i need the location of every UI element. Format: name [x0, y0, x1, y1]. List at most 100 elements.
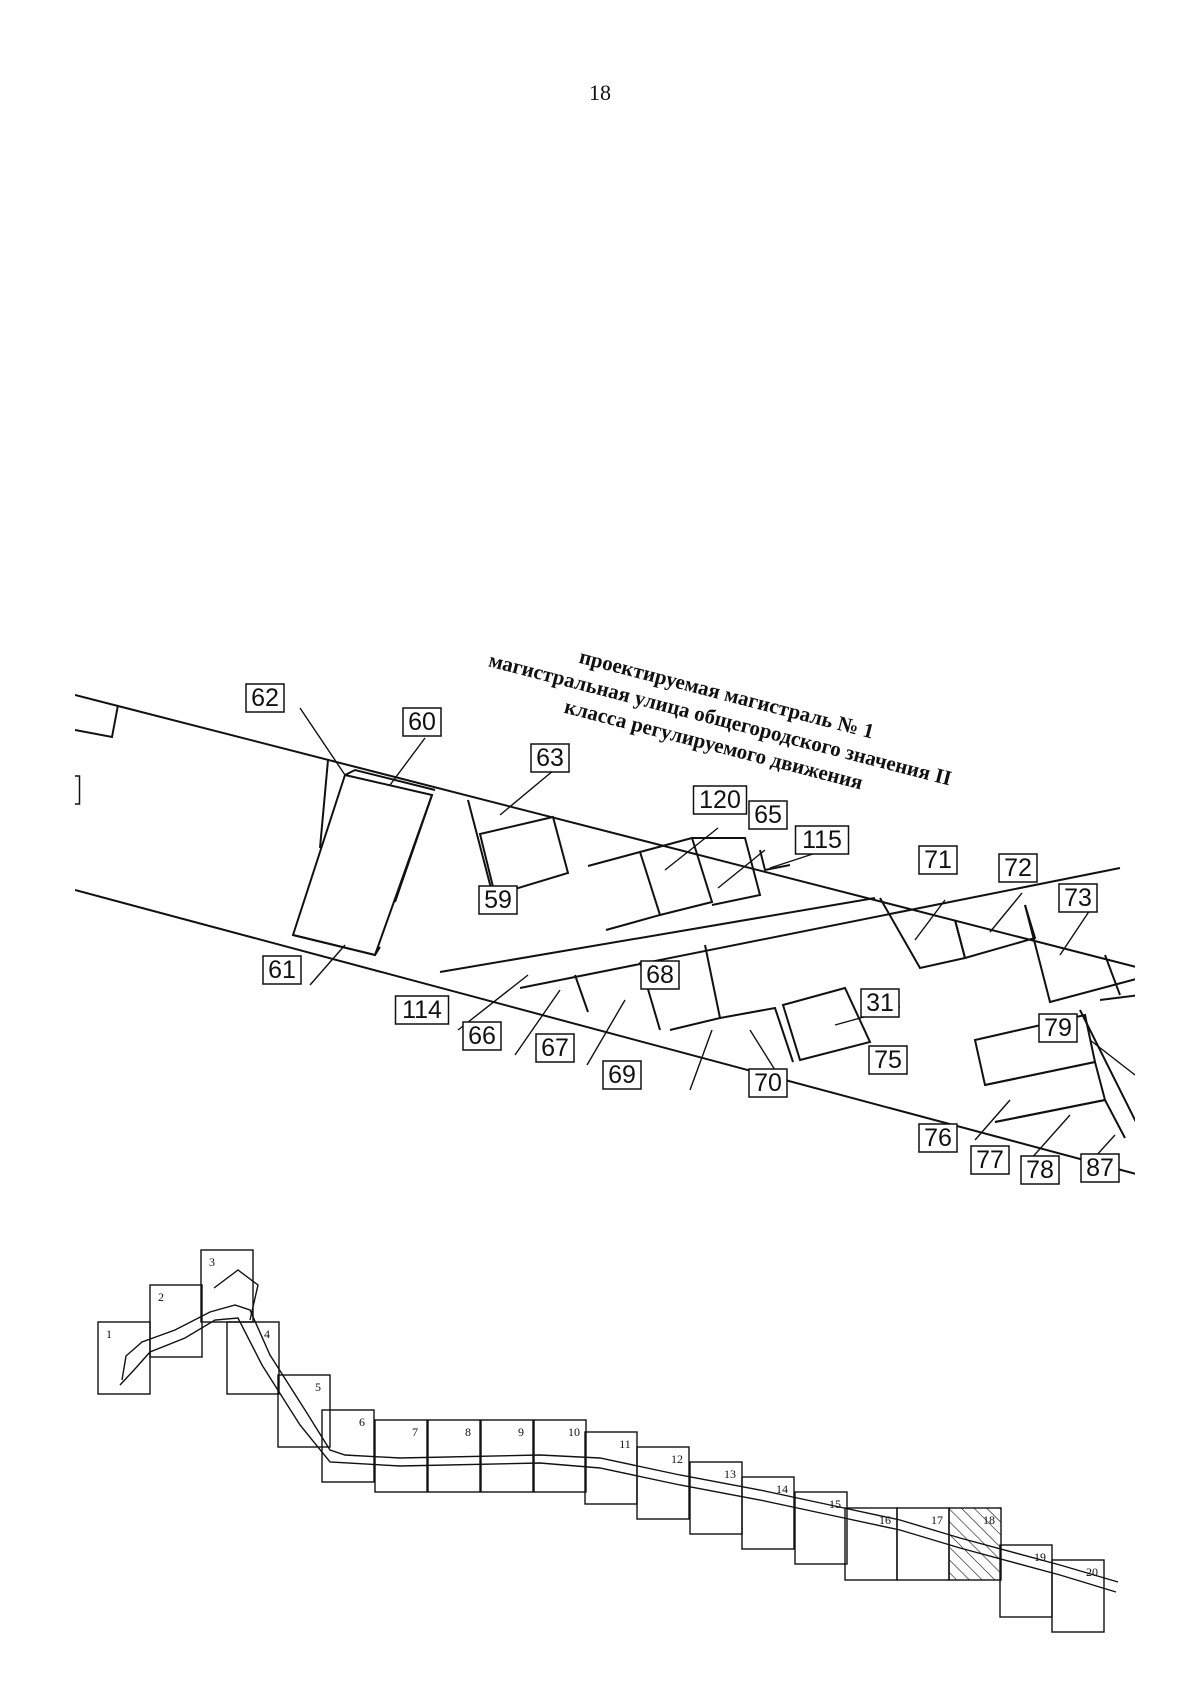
parcel-label-62: 62: [245, 683, 285, 713]
parcel-label-text: 59: [484, 886, 512, 914]
parcel-label-box: [530, 743, 570, 773]
parcel-63: [467, 799, 493, 893]
index-sheet-number: 15: [829, 1497, 841, 1511]
leader-lines: [299, 707, 1135, 1169]
index-sheet-3: 3: [200, 1249, 254, 1323]
index-sheet-number: 4: [264, 1327, 270, 1341]
index-sheet-10: 10: [533, 1419, 587, 1493]
parcel-label-box: [245, 683, 285, 713]
parcel-label-box: [402, 707, 442, 737]
index-sheet-number: 7: [412, 1425, 418, 1439]
parcel-label-text: 87: [1086, 1154, 1114, 1182]
parcel-label-79: 79: [1038, 1013, 1078, 1043]
index-sheet-number: 9: [518, 1425, 524, 1439]
parcel-building-adjacent: [394, 794, 433, 903]
parcel-label-text: 79: [1044, 1014, 1072, 1042]
parcel-73: [1024, 904, 1135, 1004]
index-sheet-number: 12: [671, 1452, 683, 1466]
parcel-label-2: 2: [75, 775, 81, 805]
index-sheet-number: 1: [106, 1327, 112, 1341]
parcel-label-text: 31: [866, 989, 894, 1017]
parcel-label-box: [860, 988, 900, 1018]
index-sheet-number: 8: [465, 1425, 471, 1439]
parcel-label-120: 120: [692, 785, 748, 815]
index-sheet-number: 20: [1086, 1565, 1098, 1579]
parcel-label-66: 66: [462, 1021, 502, 1051]
parcel-label-77: 77: [970, 1145, 1010, 1175]
parcel-31: [781, 986, 872, 1062]
parcel-label-71: 71: [918, 845, 958, 875]
parcel-label-65: 65: [748, 800, 788, 830]
parcel-label-box: [640, 960, 680, 990]
parcel-62-boundary: [319, 759, 329, 849]
parcel-building-large: [291, 773, 434, 957]
index-sheet-5: 5: [277, 1374, 331, 1448]
parcel-115: [759, 849, 791, 872]
index-sheet-18: 18: [948, 1507, 1002, 1581]
index-sheet-17: 17: [896, 1507, 950, 1581]
parcel-label-72: 72: [998, 853, 1038, 883]
parcel-label-box: [748, 1068, 788, 1098]
parcel-label-box: [918, 1123, 958, 1153]
parcel-label-text: 63: [536, 744, 564, 772]
index-sheet-7: 7: [374, 1419, 428, 1493]
index-sheet-number: 18: [983, 1513, 995, 1527]
parcel-label-box: [535, 1033, 575, 1063]
parcel-label-text: 62: [251, 684, 279, 712]
index-sheet-number: 19: [1034, 1550, 1046, 1564]
index-sheet-12: 12: [636, 1446, 690, 1520]
parcel-label-78: 78: [1020, 1155, 1060, 1185]
index-sheet-number: 2: [158, 1290, 164, 1304]
parcel-59-building: [478, 815, 570, 897]
parcel-label-text: 68: [646, 961, 674, 989]
parcel-label-text: 115: [802, 826, 842, 854]
index-sheet-13: 13: [689, 1461, 743, 1535]
parcel-78: [994, 1098, 1126, 1139]
parcel-label-67: 67: [535, 1033, 575, 1063]
parcel-70: [719, 1006, 794, 1063]
detail-map: проектируемая магистраль № 1 магистральн…: [75, 644, 1135, 1185]
parcel-label-69: 69: [602, 1060, 642, 1090]
parcel-79: [1079, 1009, 1135, 1123]
index-sheet-frame: [149, 1284, 203, 1358]
parcel-label-box: [868, 1045, 908, 1075]
parcel-label-box: [748, 800, 788, 830]
index-sheet-frame: [97, 1321, 151, 1395]
index-sheet-16: 16: [844, 1507, 898, 1581]
parcel-label-text: 65: [754, 801, 782, 829]
parcel-label-box: [1058, 883, 1098, 913]
parcel-label-76: 76: [918, 1123, 958, 1153]
inner-road-north: [439, 897, 876, 973]
index-route-line-2: [119, 1317, 1117, 1593]
parcel-label-box: [918, 845, 958, 875]
index-sheet-number: 13: [724, 1467, 736, 1481]
parcel-61-strip: [292, 934, 381, 957]
index-sheet-1: 1: [97, 1321, 151, 1395]
parcel-label-text: 73: [1064, 884, 1092, 912]
index-sheet-frame: [533, 1419, 587, 1493]
parcel-label-text: 67: [541, 1034, 569, 1062]
parcel-label-text: 60: [408, 708, 436, 736]
parcel-label-73: 73: [1058, 883, 1098, 913]
parcel-120-block: [587, 850, 662, 931]
index-route-spur: [213, 1269, 259, 1321]
index-sheet-number: 17: [931, 1513, 943, 1527]
index-sheet-frame: [277, 1374, 331, 1448]
parcel-label-box: [794, 825, 850, 855]
parcel-label-114: 114: [394, 995, 450, 1025]
parcel-label-31: 31: [860, 988, 900, 1018]
parcel-label-text: 71: [924, 846, 952, 874]
index-sheet-number: 11: [619, 1437, 631, 1451]
index-sheet-number: 14: [776, 1482, 788, 1496]
index-sheet-2: 2: [149, 1284, 203, 1358]
parcel-label-87: 87: [1080, 1153, 1120, 1183]
parcel-label-70: 70: [748, 1068, 788, 1098]
index-sheet-frame: [948, 1507, 1002, 1581]
parcel-label-box: [692, 785, 748, 815]
parcel-label-61: 61: [262, 955, 302, 985]
index-sheet-number: 3: [209, 1255, 215, 1269]
inner-road-south: [519, 867, 1121, 989]
parcel-label-text: 70: [754, 1069, 782, 1097]
parcel-label-box: [1020, 1155, 1060, 1185]
parcel-87-edge: [1099, 994, 1135, 1001]
